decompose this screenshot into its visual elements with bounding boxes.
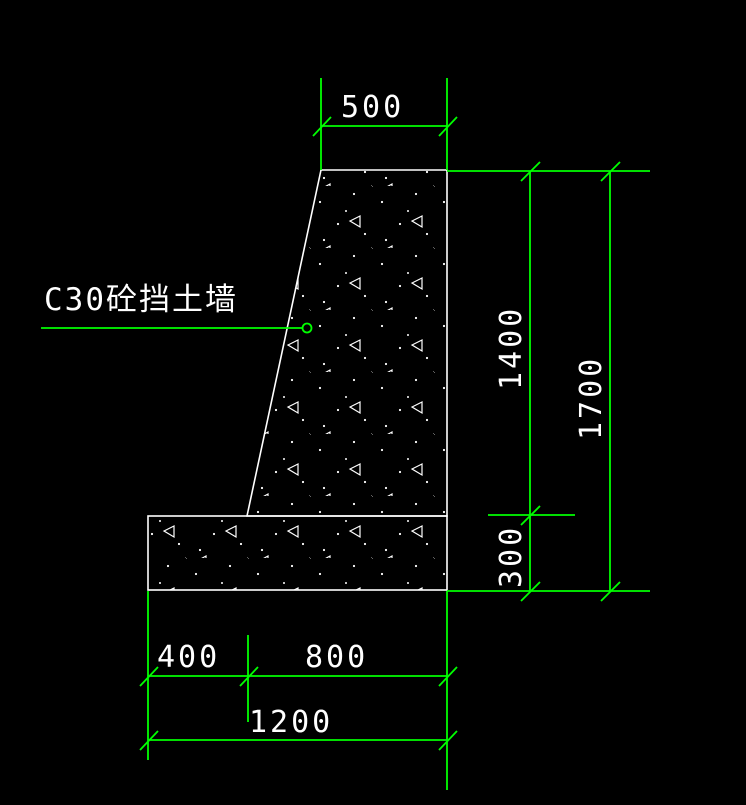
leader-endpoint-dot <box>301 322 313 334</box>
dimension-300-footing-depth[interactable] <box>520 581 541 602</box>
tick-1200-right <box>438 730 458 751</box>
footing-body <box>147 515 448 591</box>
dimension-label-300: 300 <box>494 525 529 588</box>
wall-stem-body <box>246 169 448 517</box>
tick-400-left <box>139 666 159 687</box>
wall-stem-hatch <box>247 170 447 516</box>
tick-1400-top <box>520 161 541 182</box>
tick-1400-bottom <box>520 505 541 526</box>
tick-300-bottom <box>520 581 541 602</box>
tick-400-right <box>239 666 259 687</box>
dimension-row-400-800[interactable] <box>139 591 458 760</box>
dimension-label-1400: 1400 <box>494 306 529 390</box>
tick-500-right <box>438 116 458 137</box>
footing-outline <box>147 515 448 591</box>
tick-1700-bottom <box>600 581 621 602</box>
tick-1200-left <box>139 730 159 751</box>
dimension-label-1200: 1200 <box>249 705 333 740</box>
dimension-network <box>41 78 650 790</box>
dimension-label-500: 500 <box>341 90 404 125</box>
footing-hatch <box>148 516 447 590</box>
dimension-1700-total-height[interactable] <box>600 161 621 602</box>
leader-line-group[interactable] <box>41 322 313 334</box>
tick-800-right <box>438 666 458 687</box>
dimension-1200-footing-width[interactable] <box>139 700 458 790</box>
concrete-wall-annotation-label: C30砼挡土墙 <box>44 282 238 318</box>
dimension-1400-stem-height[interactable] <box>520 161 541 591</box>
tick-1700-top <box>600 161 621 182</box>
dimension-label-800: 800 <box>305 640 368 675</box>
tick-500-left <box>312 116 332 137</box>
dimension-500-wall-top-width[interactable] <box>312 78 458 170</box>
dimension-label-1700: 1700 <box>574 356 609 440</box>
dimension-label-400: 400 <box>157 640 220 675</box>
